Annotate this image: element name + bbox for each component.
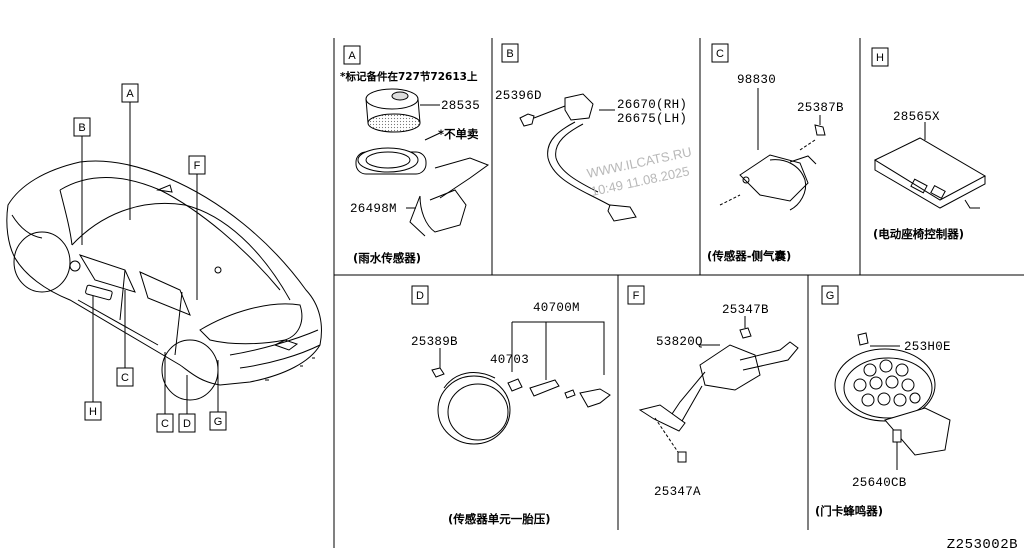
- panel-c-letter: C: [716, 48, 724, 60]
- part-98830[interactable]: 98830: [737, 73, 776, 87]
- part-26675-lh[interactable]: 26675(LH): [617, 112, 687, 126]
- tpms-sensor-drawing: [431, 321, 611, 445]
- part-40703[interactable]: 40703: [490, 353, 529, 367]
- car-callout-b: B: [78, 122, 85, 134]
- panel-b-letter: B: [506, 48, 513, 60]
- part-25640cb[interactable]: 25640CB: [852, 476, 907, 490]
- panel-f: F 25347B 53820Q 25347A: [627, 285, 799, 499]
- panel-c: C 98830 25387B (传感器-侧气囊): [707, 43, 844, 263]
- part-25396d[interactable]: 25396D: [495, 89, 542, 103]
- wheel-speed-sensor-drawing: [519, 93, 637, 222]
- car-callout-d: D: [183, 418, 191, 430]
- panel-h: H 28565X (电动座椅控制器): [871, 47, 987, 241]
- part-25389b[interactable]: 25389B: [411, 335, 458, 349]
- panel-b: B 25396D 26670(RH) 26675(LH) WWW.ILCATS.…: [495, 43, 693, 222]
- panel-d-caption: (传感器单元一胎压): [448, 512, 551, 526]
- panel-d: D 25389B 40700M 40703 (传感器单元一胎压): [411, 285, 611, 526]
- panel-a: A *标记备件在727节72613上 28535 *不单卖 26498M (雨水…: [340, 45, 490, 265]
- panel-a-caption: (雨水传感器): [353, 251, 421, 265]
- car-callout-f: F: [194, 160, 201, 172]
- panel-h-letter: H: [876, 52, 884, 64]
- car-callouts: [73, 83, 227, 433]
- panel-a-note: *标记备件在727节72613上: [340, 70, 478, 83]
- car-callout-c2: C: [161, 418, 169, 430]
- car-overview-illustration: [6, 160, 322, 401]
- panel-g-caption: (门卡蜂鸣器): [815, 504, 883, 518]
- door-buzzer-drawing: [834, 332, 951, 470]
- part-28565x[interactable]: 28565X: [893, 110, 940, 124]
- seat-controller-drawing: [873, 122, 987, 209]
- panel-d-letter: D: [416, 290, 424, 302]
- panel-g: G 253H0E 25640CB (门卡蜂鸣器): [815, 285, 951, 518]
- panel-c-caption: (传感器-侧气囊): [707, 249, 791, 263]
- car-callout-g: G: [214, 416, 223, 428]
- car-callout-c: C: [121, 372, 129, 384]
- car-callout-a: A: [126, 88, 134, 100]
- panel-f-letter: F: [633, 290, 640, 302]
- car-callout-letters: A B C C D F G H: [78, 88, 222, 430]
- part-253h0e[interactable]: 253H0E: [904, 340, 951, 354]
- part-26670-rh[interactable]: 26670(RH): [617, 98, 687, 112]
- height-sensor-drawing: [638, 316, 799, 463]
- part-25347b[interactable]: 25347B: [722, 303, 769, 317]
- rain-sensor-drawing: [355, 88, 490, 237]
- car-callout-h: H: [89, 406, 97, 418]
- part-25387b[interactable]: 25387B: [797, 101, 844, 115]
- side-airbag-sensor-drawing: [719, 88, 826, 211]
- part-40700m[interactable]: 40700M: [533, 301, 580, 315]
- part-25347a[interactable]: 25347A: [654, 485, 701, 499]
- panel-a-not-sold: *不单卖: [438, 127, 479, 141]
- panel-a-letter: A: [348, 50, 356, 62]
- part-28535[interactable]: 28535: [441, 99, 480, 113]
- panel-g-letter: G: [826, 290, 835, 302]
- part-26498m[interactable]: 26498M: [350, 202, 397, 216]
- panel-grid: [333, 38, 1024, 548]
- part-53820q[interactable]: 53820Q: [656, 335, 703, 349]
- panel-h-caption: (电动座椅控制器): [873, 227, 964, 241]
- diagram-code: Z253002B: [947, 537, 1018, 553]
